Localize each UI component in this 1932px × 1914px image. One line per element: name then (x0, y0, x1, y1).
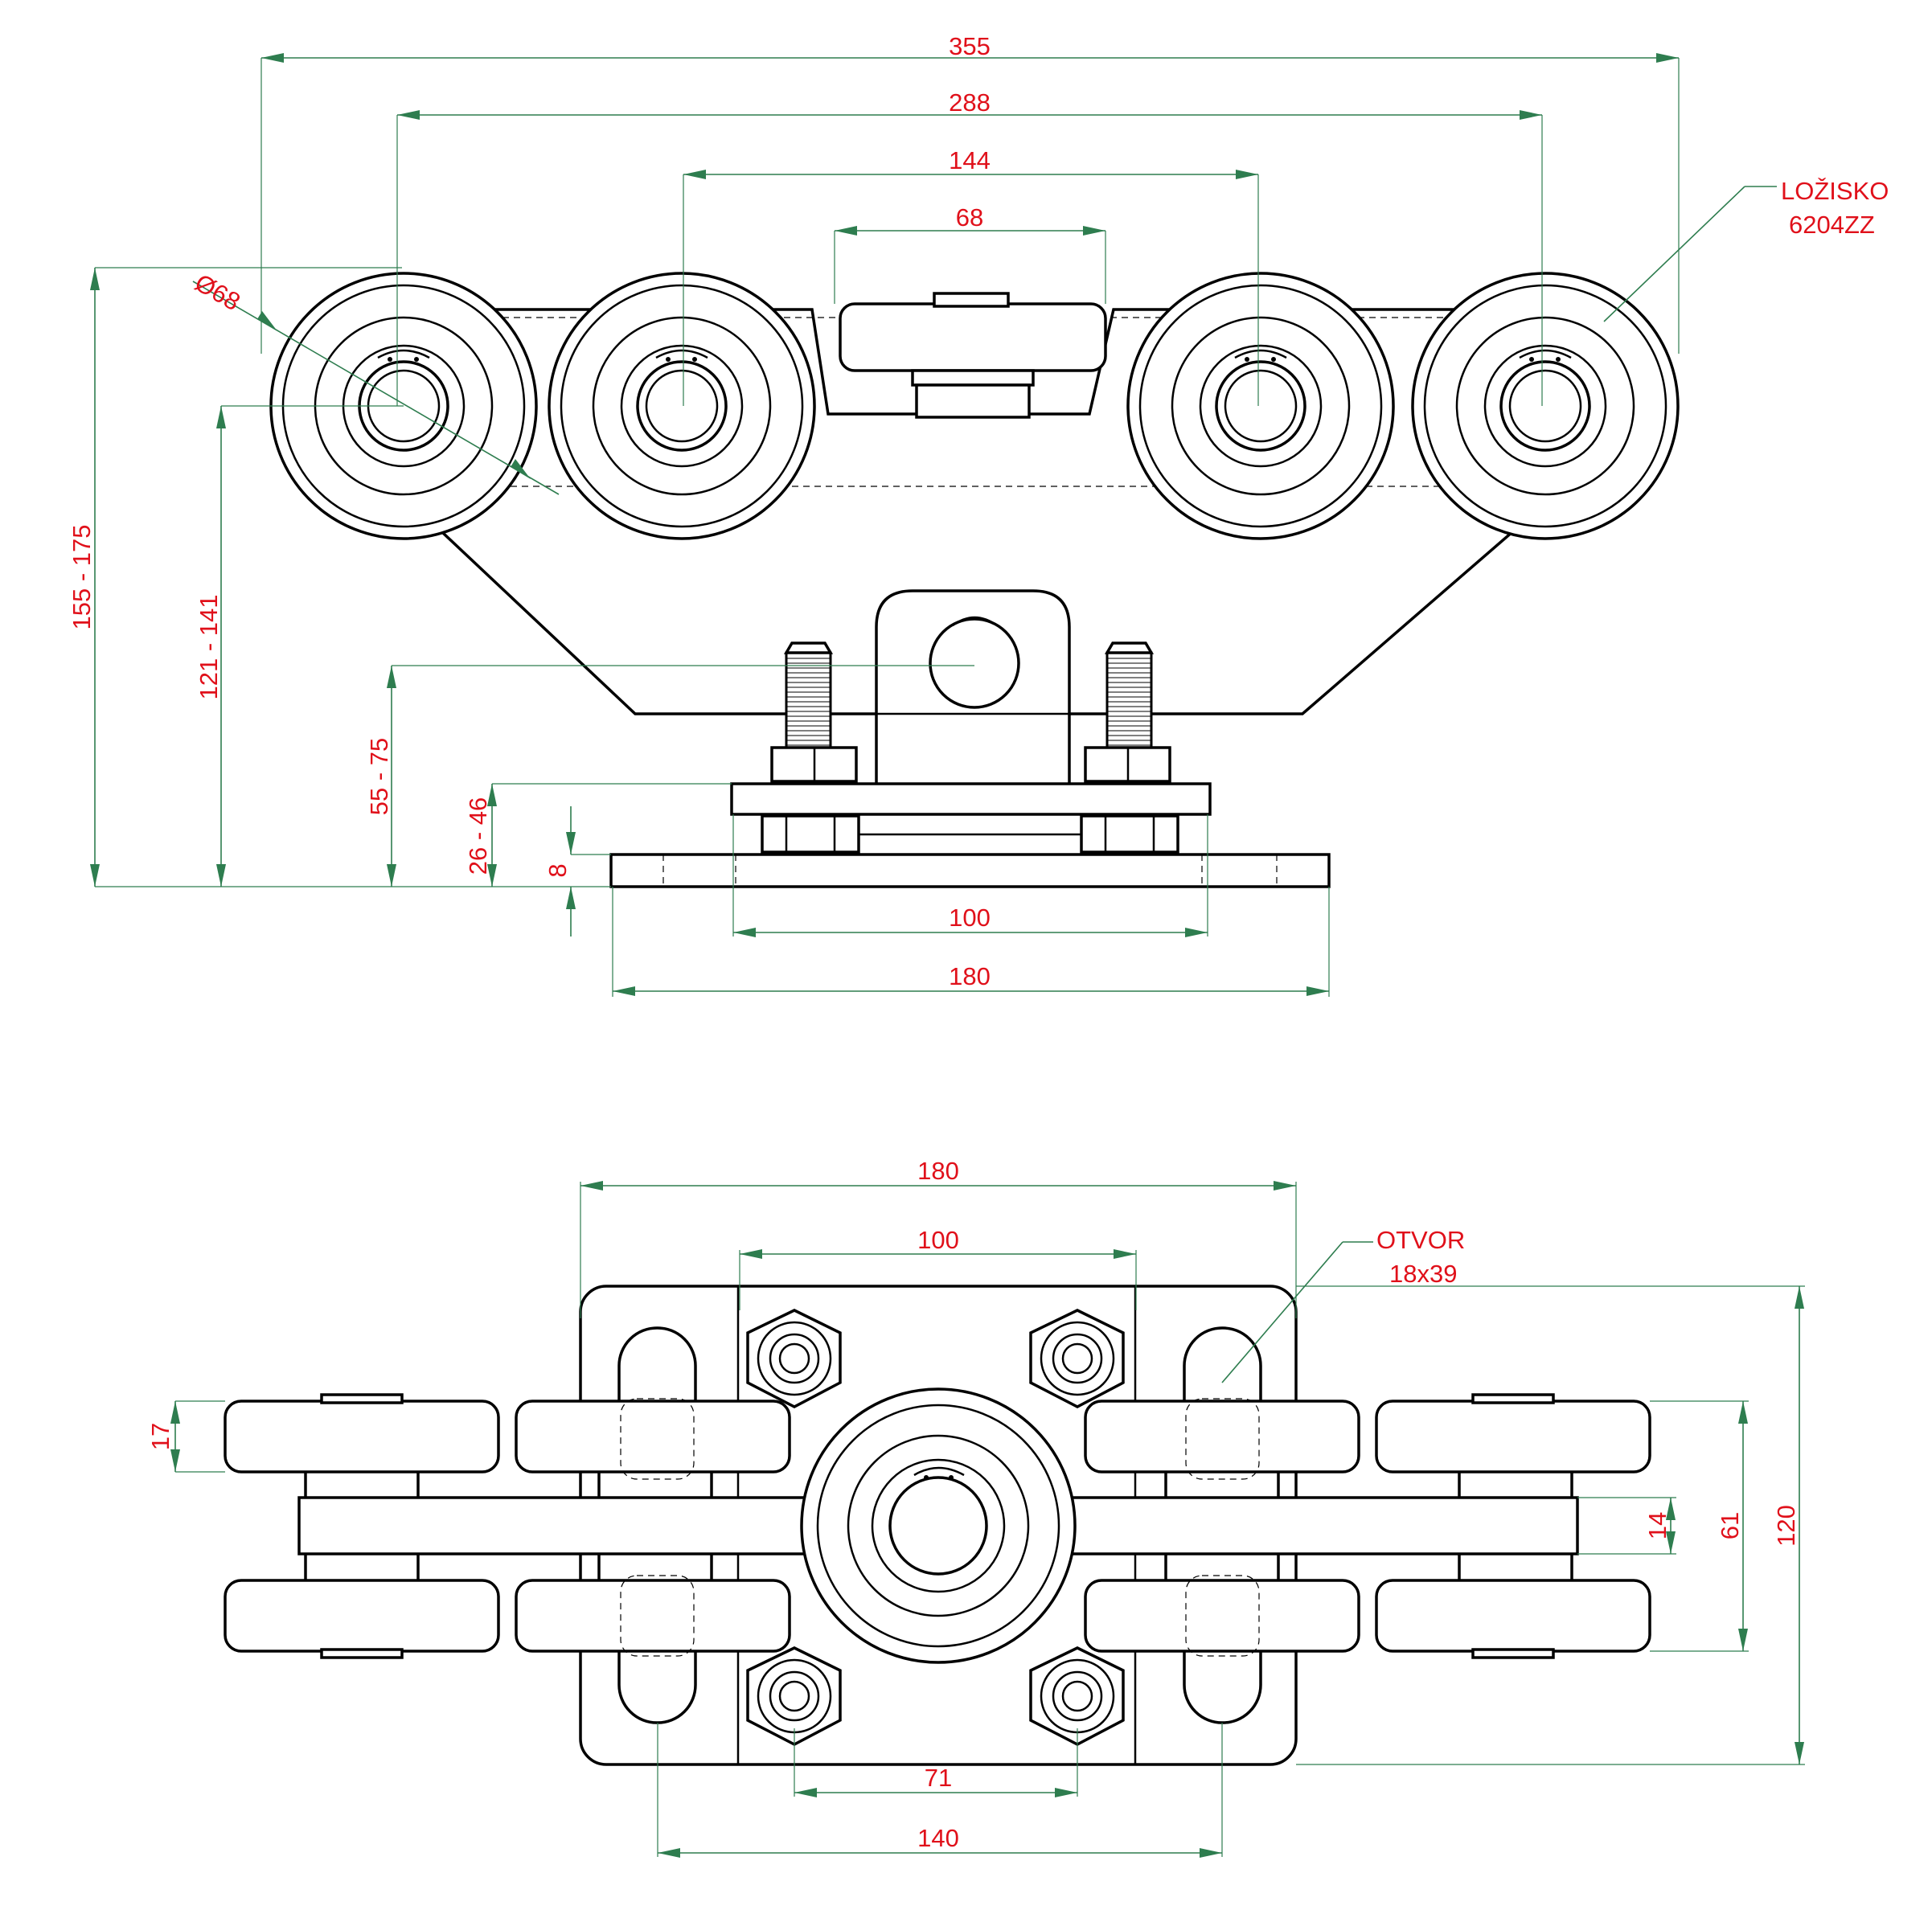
dim-pivot-height: 55 - 75 (365, 665, 974, 887)
svg-text:71: 71 (925, 1764, 952, 1792)
hub-top-3 (1164, 1468, 1280, 1500)
svg-text:18x39: 18x39 (1389, 1260, 1457, 1288)
plan-view: 180 100 OTVOR 18x39 17 14 (146, 1157, 1805, 1858)
plan-wheel-bottom-1 (224, 1579, 500, 1653)
side-view: 355 288 144 68 Ø68 (68, 32, 1889, 997)
dim-plan-bolt-spacing: 100 (739, 1226, 1137, 1310)
bolt-right (1105, 651, 1153, 752)
svg-text:288: 288 (949, 88, 991, 117)
svg-text:8: 8 (544, 863, 572, 877)
hub-top-4 (1458, 1468, 1573, 1500)
wheel-4 (1411, 272, 1680, 540)
hub-bottom-1 (304, 1551, 420, 1584)
plan-wheel-bottom-4 (1375, 1579, 1651, 1653)
svg-text:121 - 141: 121 - 141 (195, 595, 223, 700)
svg-text:61: 61 (1716, 1512, 1744, 1539)
hub-bottom-2 (597, 1551, 713, 1584)
svg-text:6204ZZ: 6204ZZ (1789, 211, 1875, 239)
dim-rail-width: 14 (1577, 1497, 1676, 1555)
dim-plan-plate-depth: 120 (1296, 1285, 1805, 1765)
top-guide-roller (839, 302, 1107, 372)
nut-lower-right (1080, 814, 1179, 854)
plan-wheel-top-3 (1084, 1400, 1360, 1473)
dim-bolt-spacing-side: 100 (732, 814, 1208, 937)
top-guide-washer (911, 369, 1035, 387)
plan-wheel-bottom-2 (515, 1579, 791, 1653)
svg-text:OTVOR: OTVOR (1376, 1226, 1465, 1254)
plan-wheel-bottom-3 (1084, 1579, 1360, 1653)
slot-leader: OTVOR 18x39 (1221, 1226, 1465, 1383)
central-bearing (800, 1387, 1077, 1664)
hub-bottom-3 (1164, 1551, 1280, 1584)
svg-text:180: 180 (917, 1157, 959, 1185)
plan-wheel-top-2 (515, 1400, 791, 1473)
dim-top-roller-width: 68 (834, 203, 1106, 304)
dim-total-height: 155 - 175 (68, 267, 402, 887)
hub-top-2 (597, 1468, 713, 1500)
pivot-clip (952, 616, 998, 627)
svg-text:355: 355 (949, 32, 991, 60)
svg-text:140: 140 (917, 1824, 959, 1852)
pivot-pin (929, 617, 1020, 709)
hub-bottom-4 (1458, 1551, 1573, 1584)
dim-outer-axle-span: 288 (396, 88, 1543, 406)
plan-wheel-top-4 (1375, 1400, 1651, 1473)
wheel-3 (1126, 272, 1395, 540)
dim-wheel-track: 61 (1650, 1400, 1749, 1652)
base-plate (609, 853, 1331, 888)
dim-plate-width-side: 180 (612, 887, 1330, 997)
svg-text:LOŽISKO: LOŽISKO (1781, 177, 1889, 205)
dim-bracket-height: 26 - 46 (464, 783, 732, 887)
nut-lower-left (761, 814, 860, 854)
dim-plan-plate-width: 180 (580, 1157, 1297, 1318)
svg-text:55 - 75: 55 - 75 (365, 738, 393, 816)
dim-overall-width: 355 (260, 32, 1680, 354)
hex-nut-top-right (1029, 1309, 1125, 1408)
dim-axle-height: 121 - 141 (195, 405, 404, 887)
svg-text:100: 100 (949, 904, 991, 932)
wheel-2 (548, 272, 816, 540)
top-guide-axle (915, 383, 1031, 419)
svg-text:180: 180 (949, 962, 991, 990)
svg-text:120: 120 (1772, 1505, 1800, 1547)
dim-bolt-spacing-small: 71 (794, 1728, 1078, 1797)
bolt-left (785, 651, 832, 752)
hub-top-1 (304, 1468, 420, 1500)
dim-wheel-width: 17 (146, 1400, 225, 1473)
bearing-leader: LOŽISKO 6204ZZ (1603, 177, 1889, 322)
dim-inner-axle-span: 144 (683, 146, 1259, 406)
svg-text:14: 14 (1643, 1512, 1672, 1539)
svg-text:17: 17 (146, 1423, 174, 1450)
svg-text:155 - 175: 155 - 175 (68, 525, 96, 630)
top-guide-cap (933, 292, 1010, 308)
mounting-plate (730, 782, 1212, 816)
hex-nut-bottom-left (746, 1646, 842, 1746)
dim-plate-thickness: 8 (544, 806, 611, 937)
hex-nut-top-left (746, 1309, 842, 1408)
dim-slot-spacing: 140 (657, 1723, 1223, 1858)
svg-text:Ø68: Ø68 (191, 268, 245, 317)
plan-wheel-top-1 (224, 1400, 500, 1473)
svg-text:100: 100 (917, 1226, 959, 1254)
svg-text:26 - 46: 26 - 46 (464, 797, 492, 875)
svg-text:144: 144 (949, 146, 991, 174)
svg-text:68: 68 (956, 203, 983, 232)
